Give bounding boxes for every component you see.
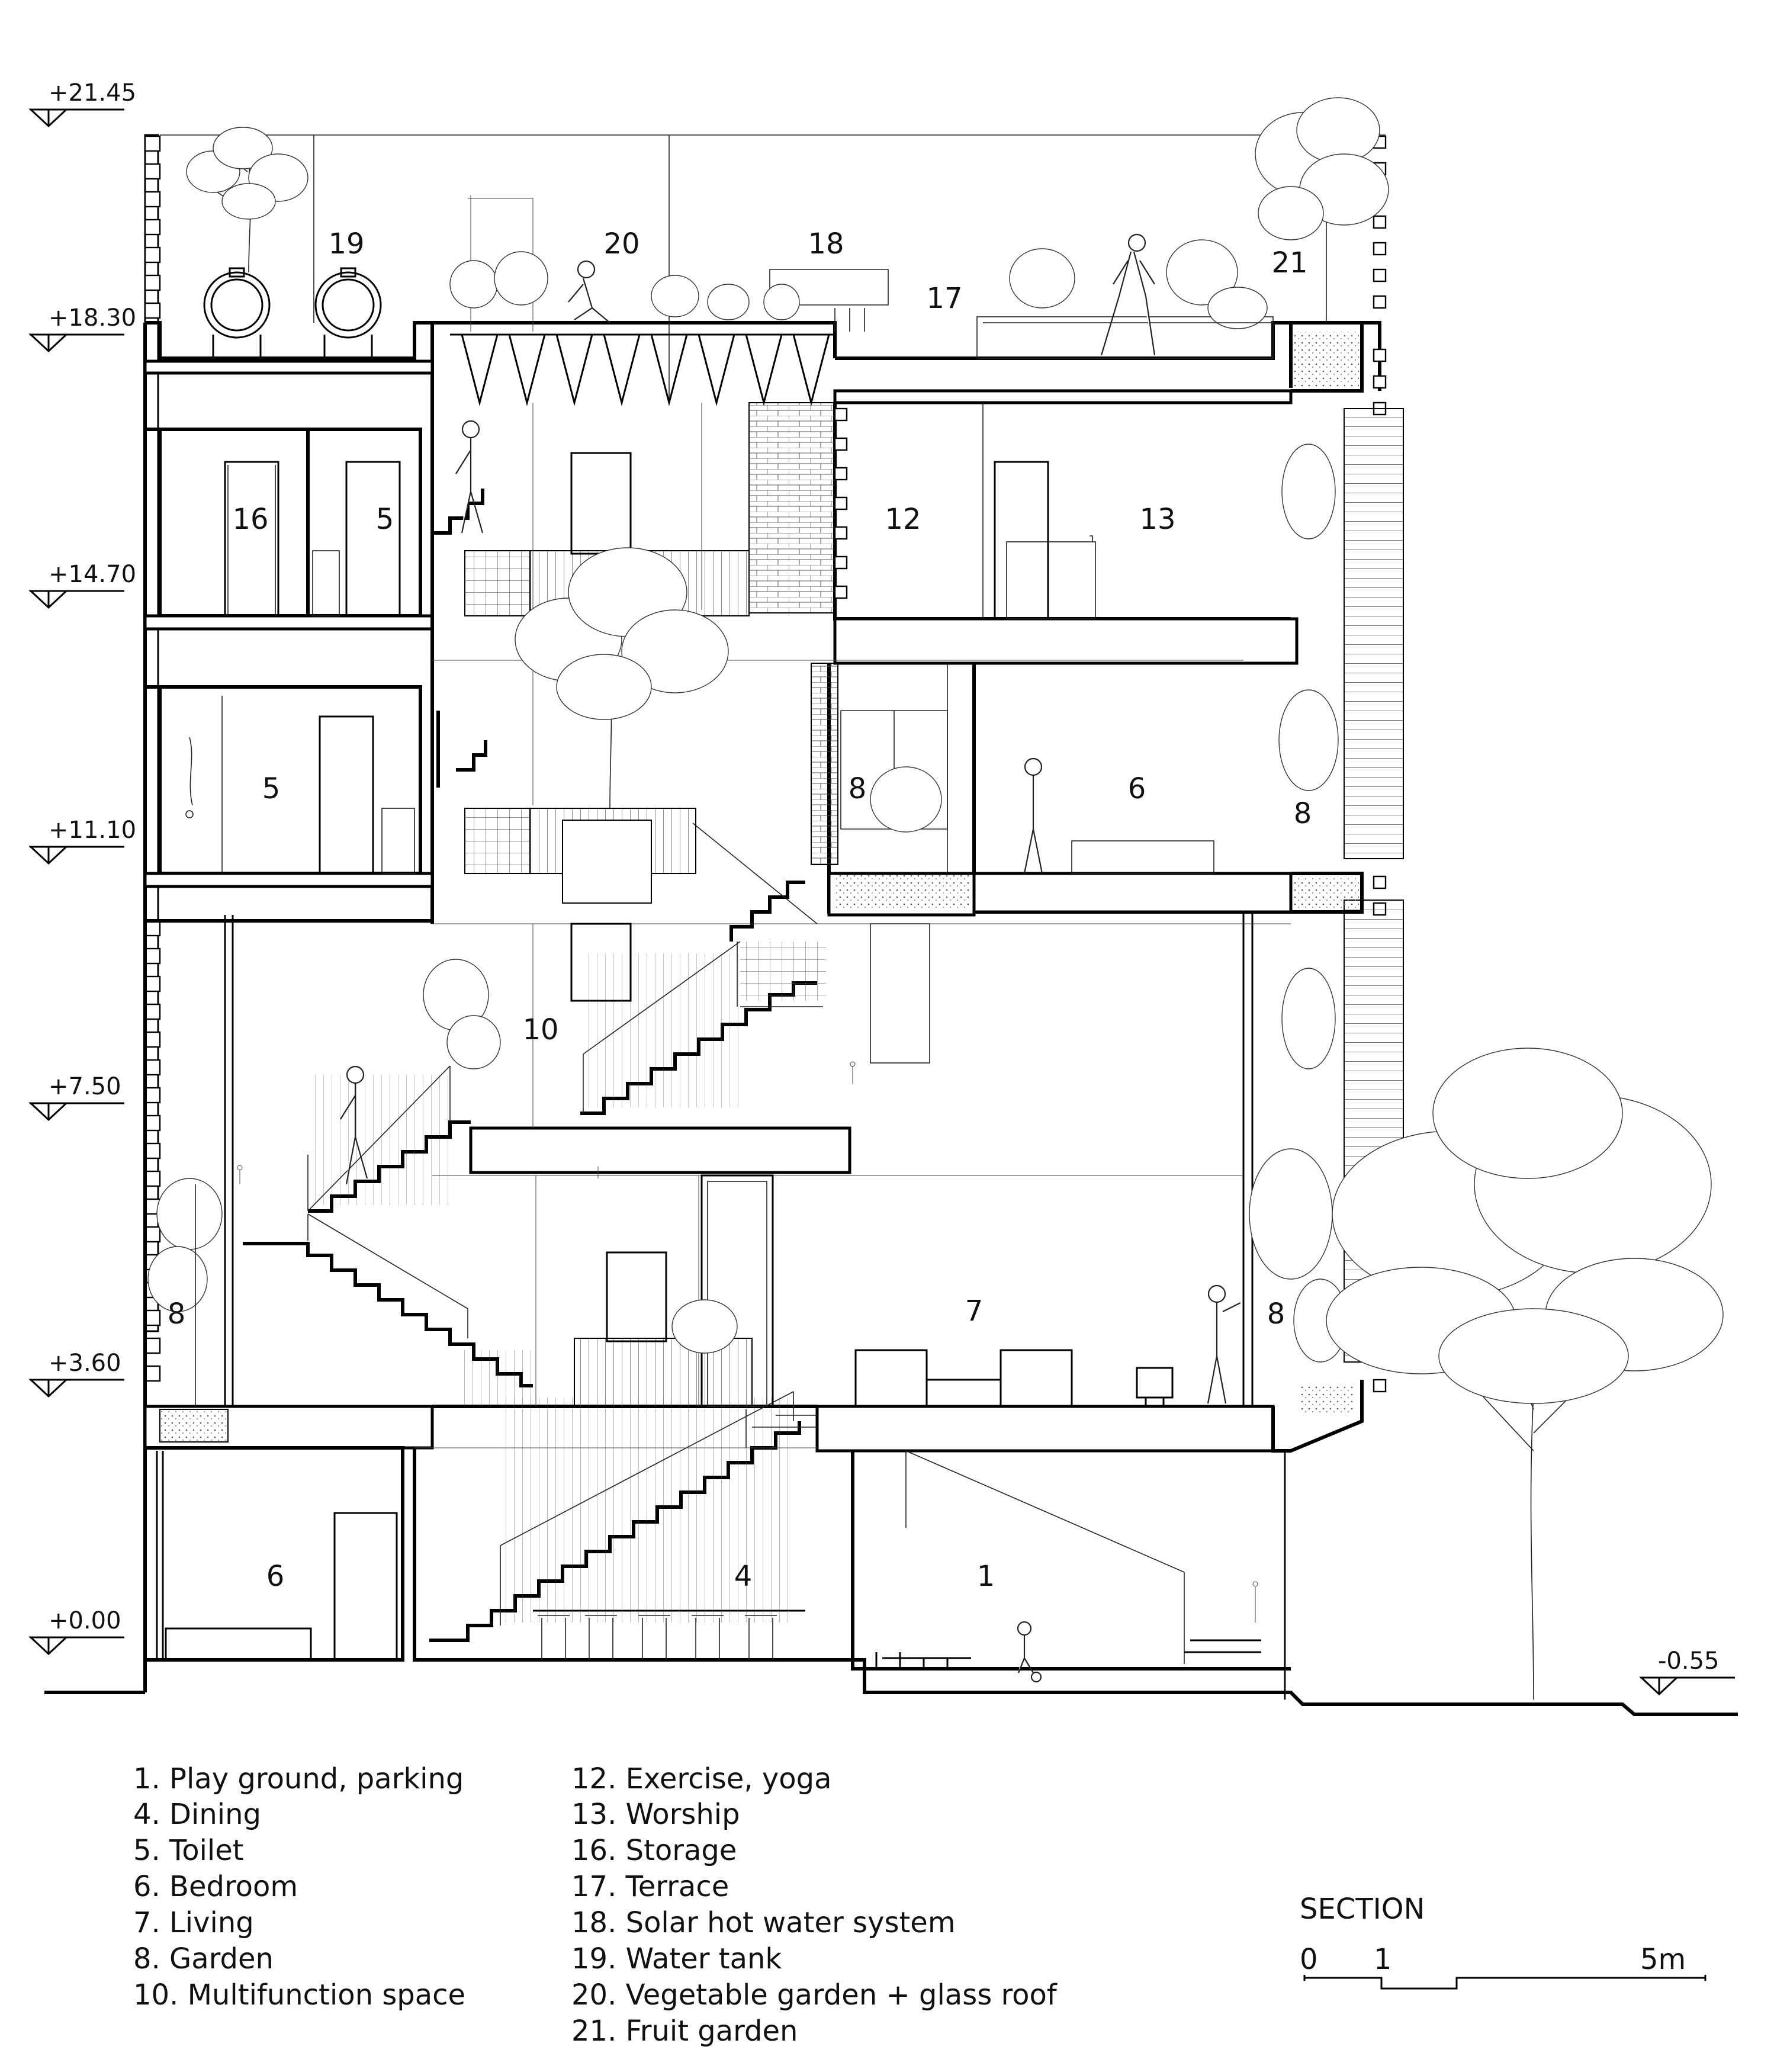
room-label-20: 20 xyxy=(603,227,639,261)
courtyard-tree-icon xyxy=(515,547,729,809)
room-label-12: 12 xyxy=(885,503,921,536)
room-label-8-c: 8 xyxy=(168,1297,186,1331)
level-marker-minus-0-55: -0.55 xyxy=(1639,1647,1735,1696)
building-shell xyxy=(143,134,1404,1700)
legend-item: 19. Water tank xyxy=(571,1942,782,1975)
child-icon xyxy=(1017,1621,1042,1683)
legend-item: 13. Worship xyxy=(571,1798,740,1831)
room-label-7: 7 xyxy=(965,1294,984,1328)
room-label-16: 16 xyxy=(232,503,268,536)
fruit-tree-icon xyxy=(1255,97,1389,323)
person-icon xyxy=(1023,757,1043,874)
water-tanks xyxy=(203,267,382,359)
level-label: +0.00 xyxy=(49,1607,121,1634)
interior-details xyxy=(237,195,1291,1623)
level-label: -0.55 xyxy=(1658,1647,1720,1675)
legend-item: 10. Multifunction space xyxy=(133,1978,465,2012)
room-label-17: 17 xyxy=(926,282,962,315)
level-label: +3.60 xyxy=(49,1350,121,1377)
roof-tree-icon xyxy=(186,127,308,220)
scale-line xyxy=(1304,1977,1705,1990)
room-label-8-b: 8 xyxy=(1294,797,1312,830)
room-label-1: 1 xyxy=(977,1560,995,1593)
level-markers: +21.45 +18.30 +14.70 +11.10 +7.50 +3.60 … xyxy=(28,79,1735,1696)
plants xyxy=(147,97,1724,1700)
level-marker-0-00: +0.00 xyxy=(28,1607,124,1656)
legend-item: 17. Terrace xyxy=(571,1870,729,1903)
garden-plant-icon xyxy=(147,444,1348,1406)
level-marker-14-70: +14.70 xyxy=(28,561,136,609)
room-label-19: 19 xyxy=(328,227,364,261)
person-icon xyxy=(455,420,484,534)
legend-item: 5. Toilet xyxy=(133,1834,244,1867)
legend-item: 12. Exercise, yoga xyxy=(571,1762,832,1795)
person-icon xyxy=(1207,1284,1241,1404)
scale-tick-label: 0 xyxy=(1300,1943,1318,1976)
level-marker-21-45: +21.45 xyxy=(28,79,136,128)
level-label: +18.30 xyxy=(49,304,136,332)
exterior-tree-icon xyxy=(1326,1048,1724,1700)
room-label-6-lower: 6 xyxy=(266,1560,285,1593)
person-icon xyxy=(568,260,610,323)
level-marker-3-60: +3.60 xyxy=(28,1350,124,1398)
level-marker-18-30: +18.30 xyxy=(28,304,136,353)
glass-roof-funnels xyxy=(450,333,835,406)
room-label-8-a: 8 xyxy=(849,772,867,805)
living-furniture xyxy=(854,1349,1174,1408)
level-label: +7.50 xyxy=(49,1073,121,1100)
level-label: +11.10 xyxy=(49,817,136,844)
level-marker-11-10: +11.10 xyxy=(28,817,136,865)
room-label-4: 4 xyxy=(734,1560,753,1593)
room-label-10: 10 xyxy=(522,1013,558,1046)
person-icon xyxy=(340,1065,368,1185)
legend-item: 20. Vegetable garden + glass roof xyxy=(571,1978,1058,2012)
legend-item: 6. Bedroom xyxy=(133,1870,298,1903)
room-label-5-lower: 5 xyxy=(262,772,281,805)
legend-item: 18. Solar hot water system xyxy=(571,1906,956,1939)
terrace-plants-icon xyxy=(983,239,1273,329)
room-label-6-upper: 6 xyxy=(1128,772,1146,805)
legend-item: 1. Play ground, parking xyxy=(133,1762,464,1795)
legend-item: 8. Garden xyxy=(133,1942,274,1975)
vegetable-plants-icon xyxy=(449,251,800,320)
legend-item: 21. Fruit garden xyxy=(571,2015,798,2048)
scale-tick-label: 5m xyxy=(1640,1943,1686,1976)
legend: 1. Play ground, parking 4. Dining 5. Toi… xyxy=(133,1762,1058,2048)
room-label-21: 21 xyxy=(1271,246,1307,280)
scale-bar: SECTION 0 1 5m xyxy=(1300,1893,1706,1990)
room-label-13: 13 xyxy=(1139,503,1175,536)
legend-item: 16. Storage xyxy=(571,1834,737,1867)
legend-item: 4. Dining xyxy=(133,1798,261,1831)
level-marker-7-50: +7.50 xyxy=(28,1073,124,1122)
room-label-8-d: 8 xyxy=(1267,1297,1285,1331)
level-label: +14.70 xyxy=(49,561,136,588)
scale-tick-label: 1 xyxy=(1374,1943,1392,1976)
scale-title: SECTION xyxy=(1300,1893,1425,1926)
stairs xyxy=(243,489,1261,1669)
legend-item: 7. Living xyxy=(133,1906,254,1939)
person-icon xyxy=(1100,233,1156,356)
legend-column-2: 12. Exercise, yoga 13. Worship 16. Stora… xyxy=(571,1762,1058,2048)
room-labels: 19 20 18 17 21 16 5 12 13 5 8 6 8 10 7 8… xyxy=(168,227,1312,1593)
room-label-5-upper: 5 xyxy=(376,503,394,536)
room-label-18: 18 xyxy=(808,227,844,261)
level-label: +21.45 xyxy=(49,79,136,107)
legend-column-1: 1. Play ground, parking 4. Dining 5. Toi… xyxy=(133,1762,465,2012)
people xyxy=(340,233,1241,1683)
